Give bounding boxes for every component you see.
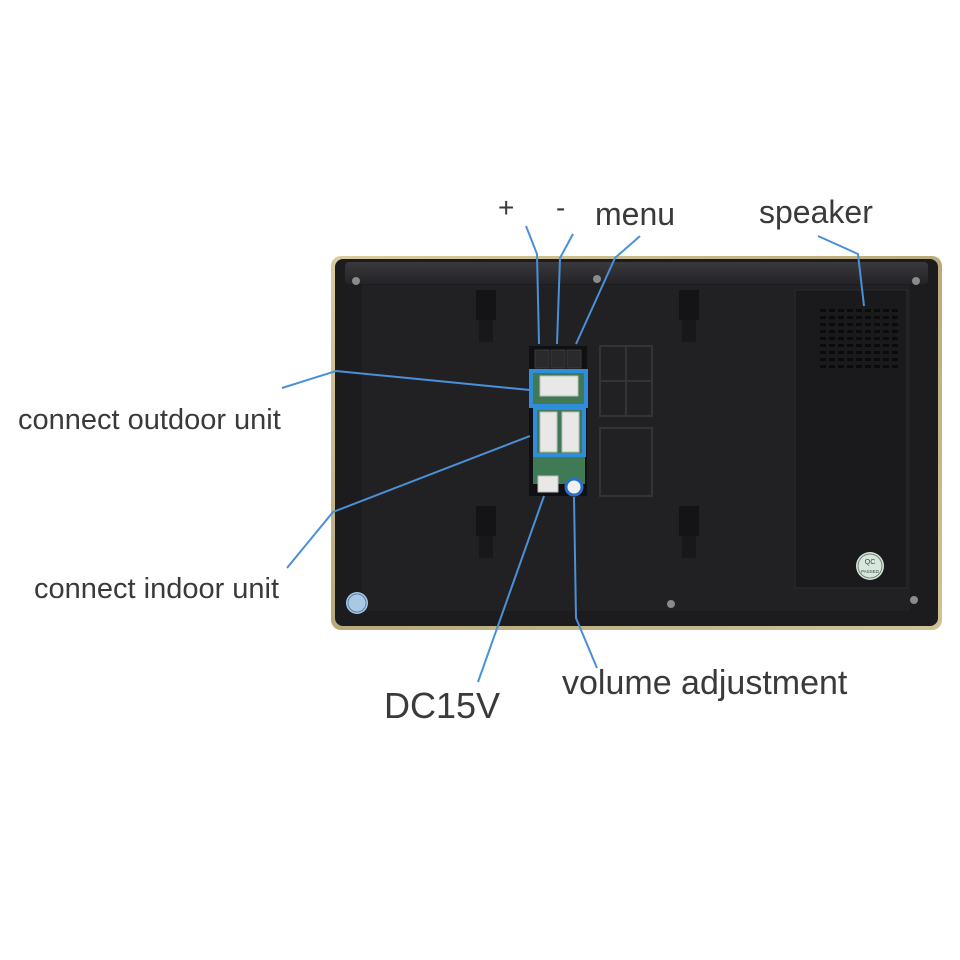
screw-icon [593,275,601,283]
outdoor-callout-line [281,369,531,391]
raised-blocks [599,345,653,497]
minus-callout-line [556,233,574,345]
outdoor-connector [539,375,579,397]
dc-label: DC15V [384,685,501,726]
speaker-label: speaker [759,194,873,230]
qc-sticker-text: QC [865,559,876,566]
screw-icon [352,277,360,285]
qc-passed-text: PASSED [861,569,880,574]
minus-label: - [556,192,566,223]
mounting-slot [476,506,496,558]
indoor-highlight-box [533,406,586,457]
connector-board [529,346,587,497]
connect-outdoor-label: connect outdoor unit [18,404,281,436]
callout-lines [281,225,865,683]
screw-icon [912,277,920,285]
qc-sticker-left [346,592,368,614]
indoor-callout-line [286,435,531,569]
volume-label: volume adjustment [562,664,848,702]
volume-knob-icon[interactable] [564,477,584,497]
screw-icon [910,596,918,604]
mounting-slot [679,506,699,558]
qc-sticker-right: QC PASSED [856,552,884,580]
plus-label: + [498,192,515,223]
speaker-grille-icon [818,308,900,370]
top-strip [345,262,928,284]
volume-callout-line [573,496,598,669]
speaker-callout-line [817,235,865,307]
indoor-connector [561,411,580,453]
dc-connector [537,475,559,493]
dc-callout-line [477,495,545,683]
minus-button[interactable] [550,349,566,369]
connect-indoor-label: connect indoor unit [34,573,280,605]
menu-button[interactable] [566,349,582,369]
plus-button[interactable] [534,349,550,369]
indoor-connector [539,411,558,453]
plus-callout-line [525,225,540,345]
mounting-slot [476,290,496,342]
screw-icon [667,600,675,608]
mounting-slot [679,290,699,342]
monitor-back-panel: QC PASSED [331,256,942,630]
menu-callout-line [575,235,641,345]
menu-label: menu [595,196,676,232]
